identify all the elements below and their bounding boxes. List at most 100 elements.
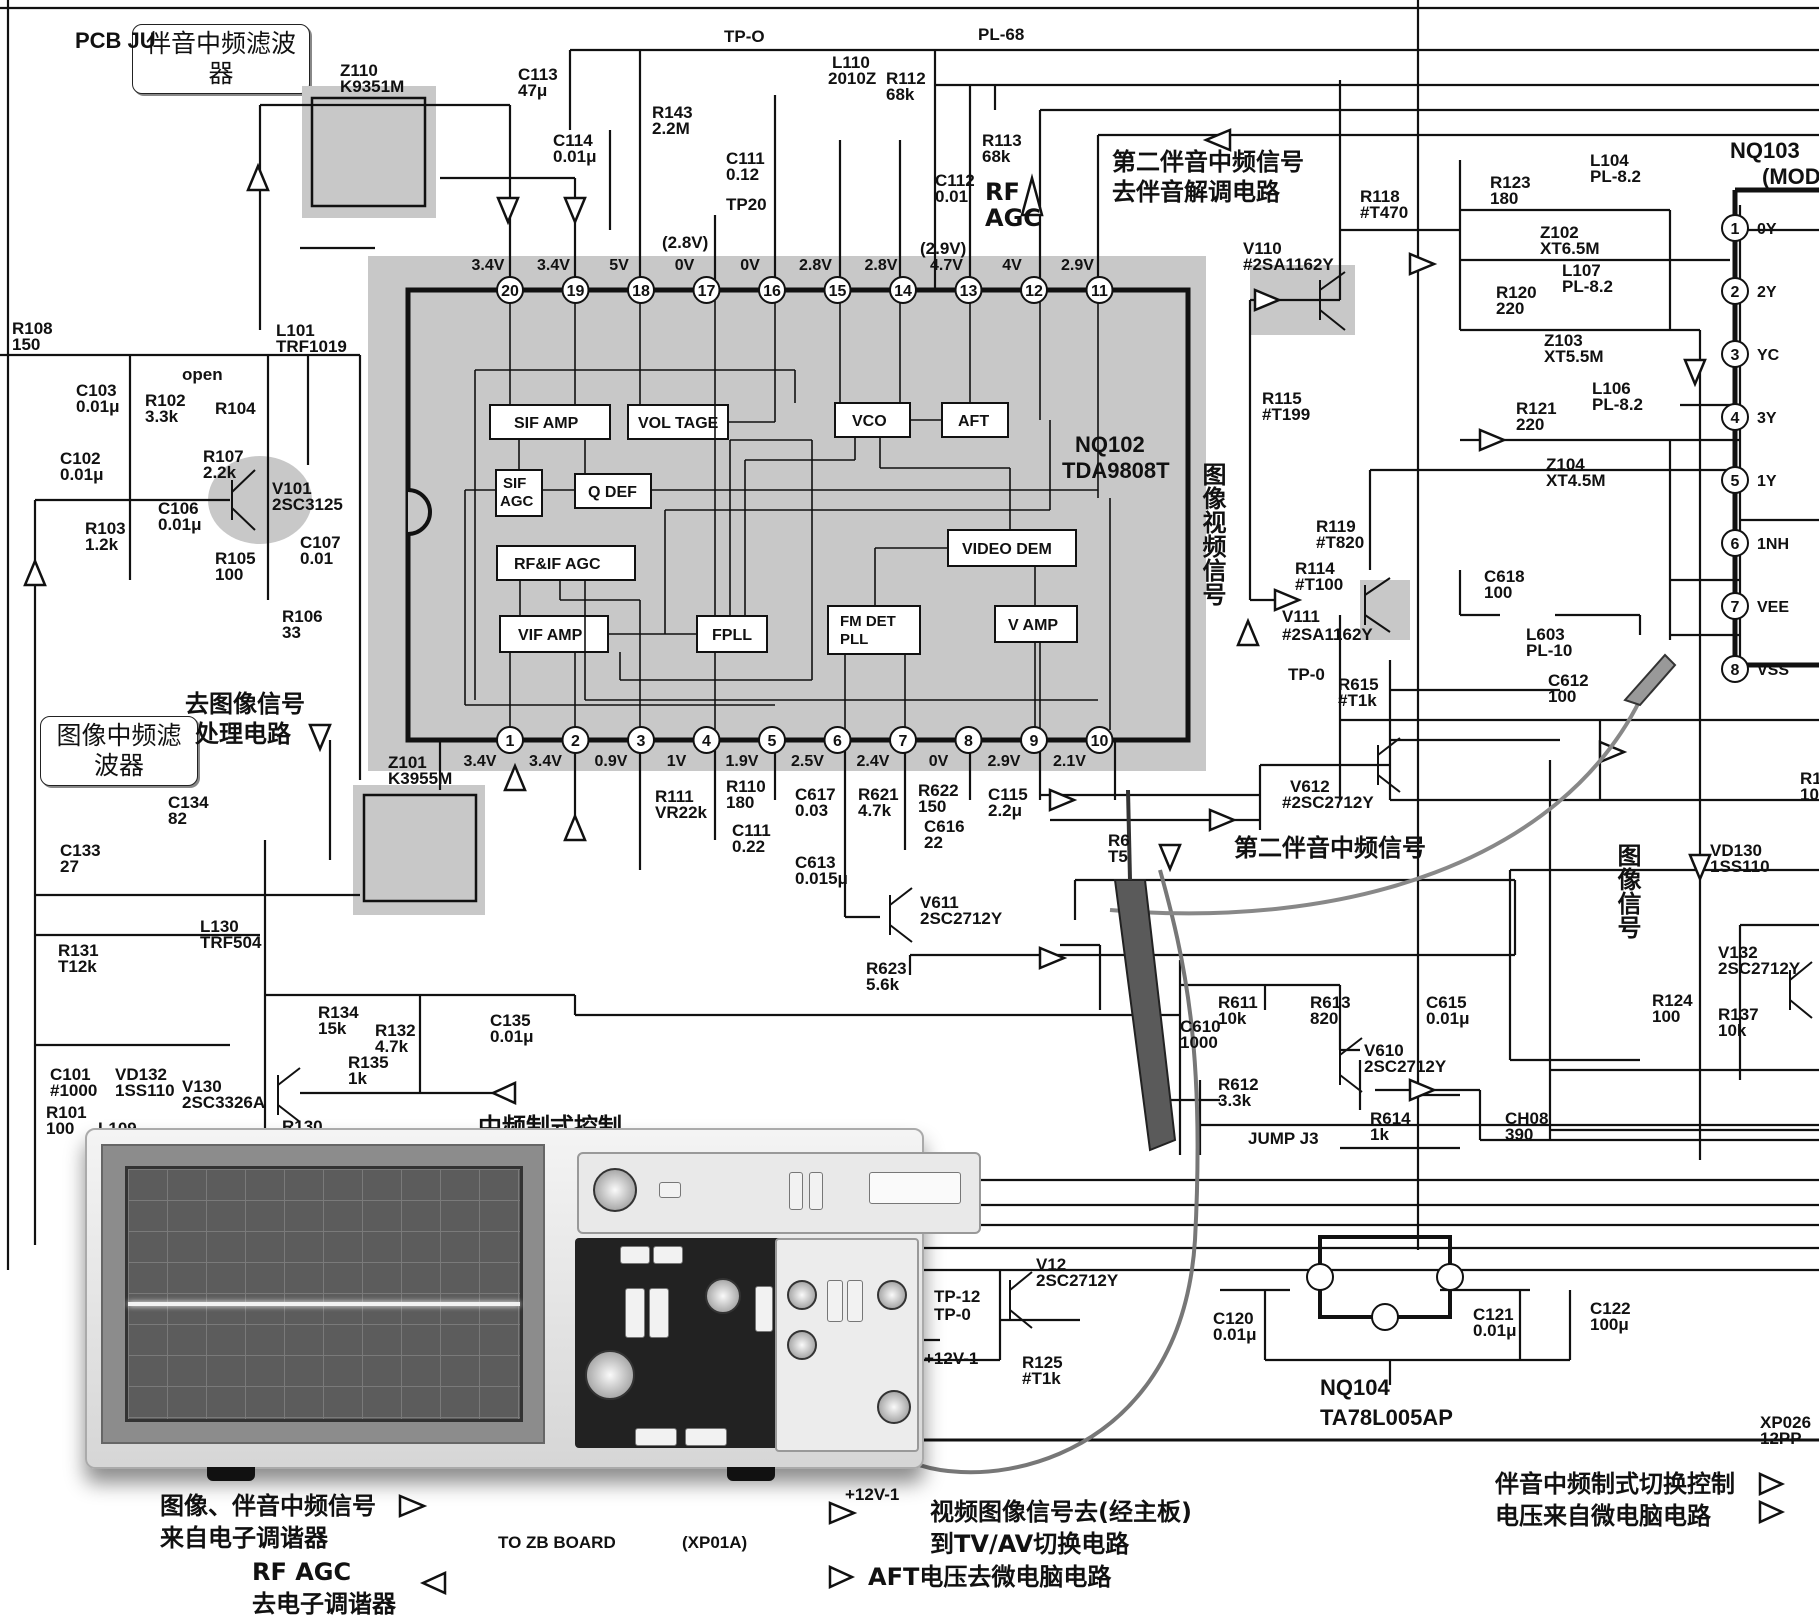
scope-switch[interactable] [649,1288,669,1338]
arrow-up [246,162,270,192]
label-r112-v: 68k [886,85,915,104]
label-to-pic-proc-2: 处理电路 [194,720,292,748]
label-r114: R114 [1295,559,1335,578]
label-r6-partial: R6 [1108,831,1130,850]
nq103-pin-label: 1Y [1757,473,1777,490]
ic-pin-voltage: 0V [675,257,695,274]
label-c103-v: 0.01μ [76,397,120,416]
arrow-right [1408,252,1438,276]
scope-knob[interactable] [787,1280,817,1310]
label-l101-v: TRF1019 [276,337,347,356]
label-z103: Z103 [1544,331,1583,350]
label-c122-v: 100μ [1590,1315,1629,1334]
label-r110: R110 [726,777,766,796]
label-r134: R134 [318,1003,359,1022]
callout-sound-if-filter: 伴音中频滤波器 [132,24,310,94]
scope-switch[interactable] [847,1280,863,1322]
label-r111: R111 [655,787,694,806]
ic-pin-number: 3 [637,733,646,750]
label-c115: C115 [988,785,1028,804]
scope-switch[interactable] [827,1280,843,1322]
label-r105-v: 100 [215,565,243,584]
label-c120: C120 [1213,1309,1254,1328]
scope-knob[interactable] [705,1278,741,1314]
block-rf-if-agc [496,545,636,581]
scope-button[interactable] [653,1246,683,1264]
label-l101: L101 [276,321,315,340]
label-r613-v: 820 [1310,1009,1338,1028]
label-l130: L130 [200,917,239,936]
scope-screen [125,1166,523,1422]
label-r132-v: 4.7k [375,1037,409,1056]
label-r101-v: 100 [46,1119,74,1138]
label-c120-v: 0.01μ [1213,1325,1257,1344]
label-pic-video-sig: 图像视频信号 [1198,462,1226,607]
scope-button[interactable] [620,1246,650,1264]
z110-filter [310,96,427,208]
label-r615: R615 [1338,675,1379,694]
scope-knob[interactable] [877,1280,907,1310]
label-v101-v: 2SC3125 [272,495,343,514]
ic-pin-voltage: 3.4V [529,753,562,770]
scope-knob[interactable] [585,1350,635,1400]
label-c111-top: C111 [726,149,765,168]
label-c122: C122 [1590,1299,1631,1318]
transistor-v132 [1789,961,1813,1019]
label-c107-v: 0.01 [300,549,333,568]
scope-button[interactable] [809,1172,823,1210]
label-tp20: TP20 [726,195,767,214]
label-v610-v: 2SC2712Y [1364,1057,1447,1076]
label-r125-v: #T1k [1022,1369,1061,1388]
arrow-right-hollow [1758,1500,1786,1524]
scope-button[interactable] [789,1172,803,1210]
scope-top-panel [577,1152,981,1234]
label-r103-v: 1.2k [85,535,119,554]
scope-switch[interactable] [755,1286,773,1332]
label-r120: R120 [1496,283,1537,302]
nq103-pin [1721,466,1749,494]
ic-pin-number: 7 [899,733,908,750]
scope-knob[interactable] [787,1330,817,1360]
nq103-pin-label: 3Y [1757,410,1777,427]
label-l106-v: PL-8.2 [1592,395,1643,414]
label-c134-v: 82 [168,809,187,828]
power-knob[interactable] [593,1168,637,1212]
z101-filter [362,793,478,903]
nq104-pin [1436,1263,1464,1291]
scope-button[interactable] [659,1182,681,1198]
label-v132-v: 2SC2712Y [1718,959,1801,978]
label-pic-sig: 图像信号 [1613,843,1641,940]
scope-button[interactable] [635,1428,677,1446]
label-jump-j3: JUMP J3 [1248,1129,1319,1148]
nq103-pin-number: 4 [1731,410,1740,427]
label-open: open [182,365,223,384]
label-r143-v: 2.2M [652,119,690,138]
label-r137: R137 [1718,1005,1759,1024]
scope-button[interactable] [685,1428,727,1446]
nq103-pin [1721,655,1749,683]
label-l107: L107 [1562,261,1601,280]
label-v12: V12 [1036,1255,1066,1274]
label-sif-agc-1: SIF [503,475,526,492]
label-z104-v: XT4.5M [1546,471,1606,490]
label-r106: R106 [282,607,323,626]
arrow-up-hollow [1020,173,1044,217]
label-r132: R132 [375,1021,416,1040]
label-tp0-top: TP-O [724,27,765,46]
label-c615-v: 0.01μ [1426,1009,1470,1028]
label-l104: L104 [1590,151,1629,170]
nq103-pin-label: YC [1757,347,1780,364]
ic-pin-voltage: 2.5V [791,753,824,770]
label-c133: C133 [60,841,101,860]
label-r1-edge-v: 10 [1800,785,1819,804]
scope-switch[interactable] [625,1288,645,1338]
label-r114-v: #T100 [1295,575,1343,594]
ic-pin-number: 9 [1030,733,1039,750]
label-nq103: NQ103 [1730,138,1800,163]
probe-input-connector[interactable] [877,1390,911,1424]
ic-pin-voltage: 1.9V [726,753,759,770]
label-plus12v: +12V-1 [924,1349,978,1368]
ic-pin-number: 10 [1091,733,1109,750]
ic-pin [889,276,917,304]
ic-pin-voltage: 2.4V [857,753,890,770]
